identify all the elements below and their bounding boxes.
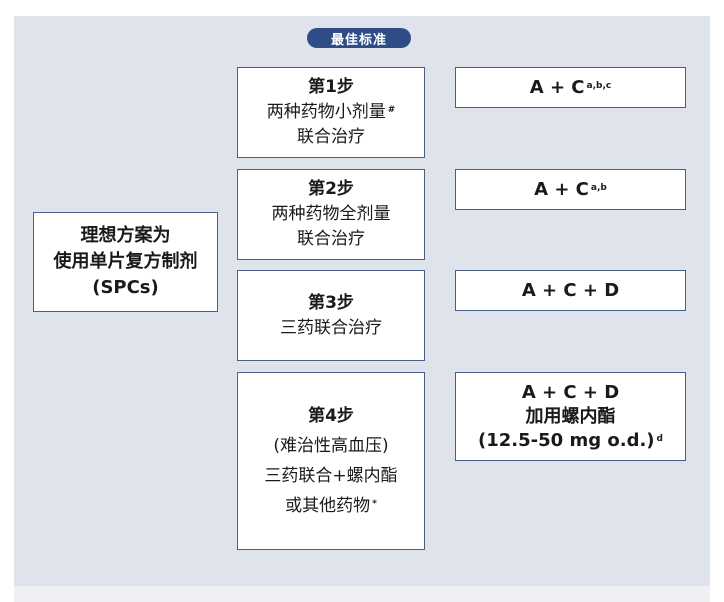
- bottom-strip: [14, 586, 710, 602]
- result-3-box: A + C + D: [455, 270, 686, 311]
- step-2-line-2: 联合治疗: [297, 229, 365, 249]
- header-badge: 最佳标准: [307, 28, 411, 48]
- step-3-title: 第3步: [308, 292, 354, 313]
- step-4-title: 第4步: [308, 406, 354, 426]
- step-1-title: 第1步: [308, 77, 354, 97]
- step-4-box: 第4步 (难治性高血压) 三药联合+螺内酯 或其他药物*: [237, 372, 425, 550]
- step-4-footnote-mark: *: [372, 499, 377, 509]
- step-1-box: 第1步 两种药物小剂量# 联合治疗: [237, 67, 425, 158]
- step-1-line-1: 两种药物小剂量#: [266, 102, 396, 122]
- result-3-text: A + C + D: [521, 279, 620, 301]
- step-2-box: 第2步 两种药物全剂量 联合治疗: [237, 169, 425, 260]
- result-4-line-3: (12.5-50 mg o.d.)d: [478, 429, 663, 451]
- step-1-line-2: 联合治疗: [297, 127, 365, 147]
- result-4-footnote-mark: d: [656, 433, 663, 444]
- result-4-box: A + C + D 加用螺内酯 (12.5-50 mg o.d.)d: [455, 372, 686, 461]
- step-4-line-3: 或其他药物*: [285, 496, 377, 516]
- ideal-line-1: 理想方案为: [80, 225, 171, 246]
- step-2-line-1: 两种药物全剂量: [271, 204, 391, 224]
- step-3-box: 第3步 三药联合治疗: [237, 270, 425, 361]
- result-2-footnote-mark: a,b: [590, 182, 607, 193]
- result-1-footnote-mark: a,b,c: [586, 80, 612, 91]
- ideal-line-3: (SPCs): [92, 277, 159, 298]
- step-4-line-1: (难治性高血压): [273, 436, 389, 456]
- step-1-footnote-mark: #: [387, 105, 396, 115]
- ideal-regimen-box: 理想方案为 使用单片复方制剂 (SPCs): [33, 212, 218, 312]
- result-4-line-2: 加用螺内酯: [525, 405, 616, 427]
- step-3-line-1: 三药联合治疗: [280, 317, 382, 338]
- step-4-line-2: 三药联合+螺内酯: [264, 466, 398, 486]
- ideal-line-2: 使用单片复方制剂: [53, 251, 198, 272]
- result-4-line-1: A + C + D: [521, 381, 620, 403]
- step-2-title: 第2步: [308, 179, 354, 199]
